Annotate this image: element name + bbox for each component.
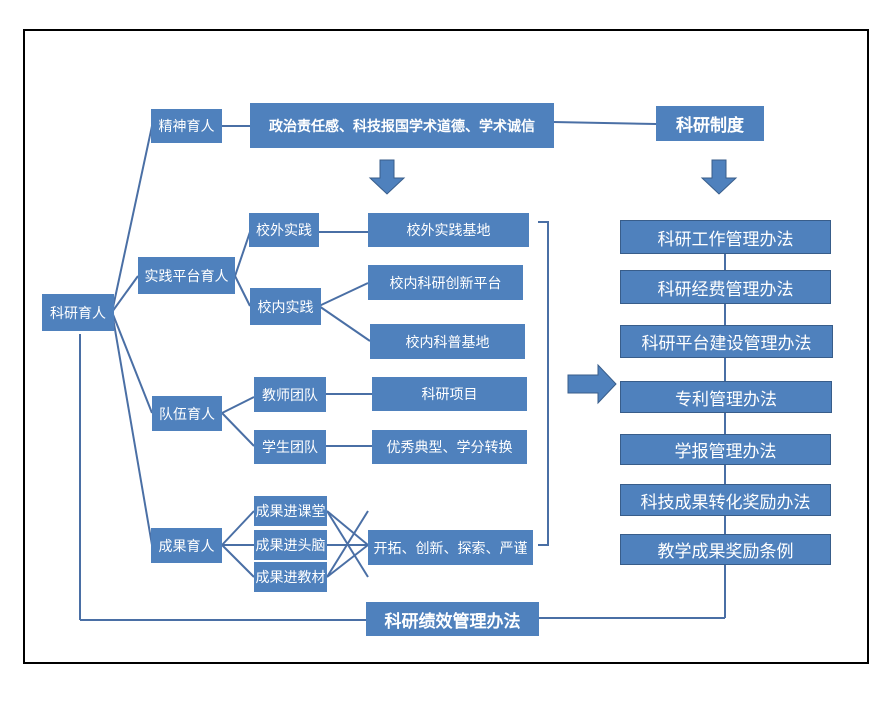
rule-item: 学报管理办法 <box>620 434 831 465</box>
offcampus-base: 校外实践基地 <box>368 213 529 247</box>
research-project: 科研项目 <box>372 377 527 411</box>
spirit-content: 政治责任感、科技报国学术道德、学术诚信 <box>250 103 554 148</box>
oncampus-science-base: 校内科普基地 <box>370 324 525 359</box>
achievement-mind: 成果进头脑 <box>254 530 327 560</box>
excellence-credit: 优秀典型、学分转换 <box>372 430 527 464</box>
rule-item: 科技成果转化奖励办法 <box>620 484 831 516</box>
student-team: 学生团队 <box>254 430 326 464</box>
achievement-textbook: 成果进教材 <box>254 562 327 592</box>
oncampus-practice: 校内实践 <box>250 288 321 325</box>
rule-item: 教学成果奖励条例 <box>620 534 831 565</box>
teacher-team: 教师团队 <box>254 377 326 412</box>
rule-item: 专利管理办法 <box>620 381 832 413</box>
root-node: 科研育人 <box>42 294 114 331</box>
oncampus-platform: 校内科研创新平台 <box>368 265 523 300</box>
rule-item: 科研平台建设管理办法 <box>620 325 833 358</box>
down-arrow-icon <box>700 159 738 195</box>
achievement-classroom: 成果进课堂 <box>254 496 327 526</box>
spirit-branch: 精神育人 <box>151 109 222 143</box>
down-arrow-icon <box>368 159 406 195</box>
research-system-title: 科研制度 <box>656 106 764 141</box>
rule-item: 科研工作管理办法 <box>620 220 831 254</box>
rule-item: 科研经费管理办法 <box>620 270 831 304</box>
achievement-result: 开拓、创新、探索、严谨 <box>368 530 533 565</box>
offcampus-practice: 校外实践 <box>249 213 319 247</box>
diagram-frame <box>23 29 869 664</box>
team-branch: 队伍育人 <box>152 396 222 431</box>
right-arrow-icon <box>567 363 617 405</box>
performance-management: 科研绩效管理办法 <box>366 602 539 636</box>
achievement-branch: 成果育人 <box>151 528 222 563</box>
practice-branch: 实践平台育人 <box>138 257 235 294</box>
